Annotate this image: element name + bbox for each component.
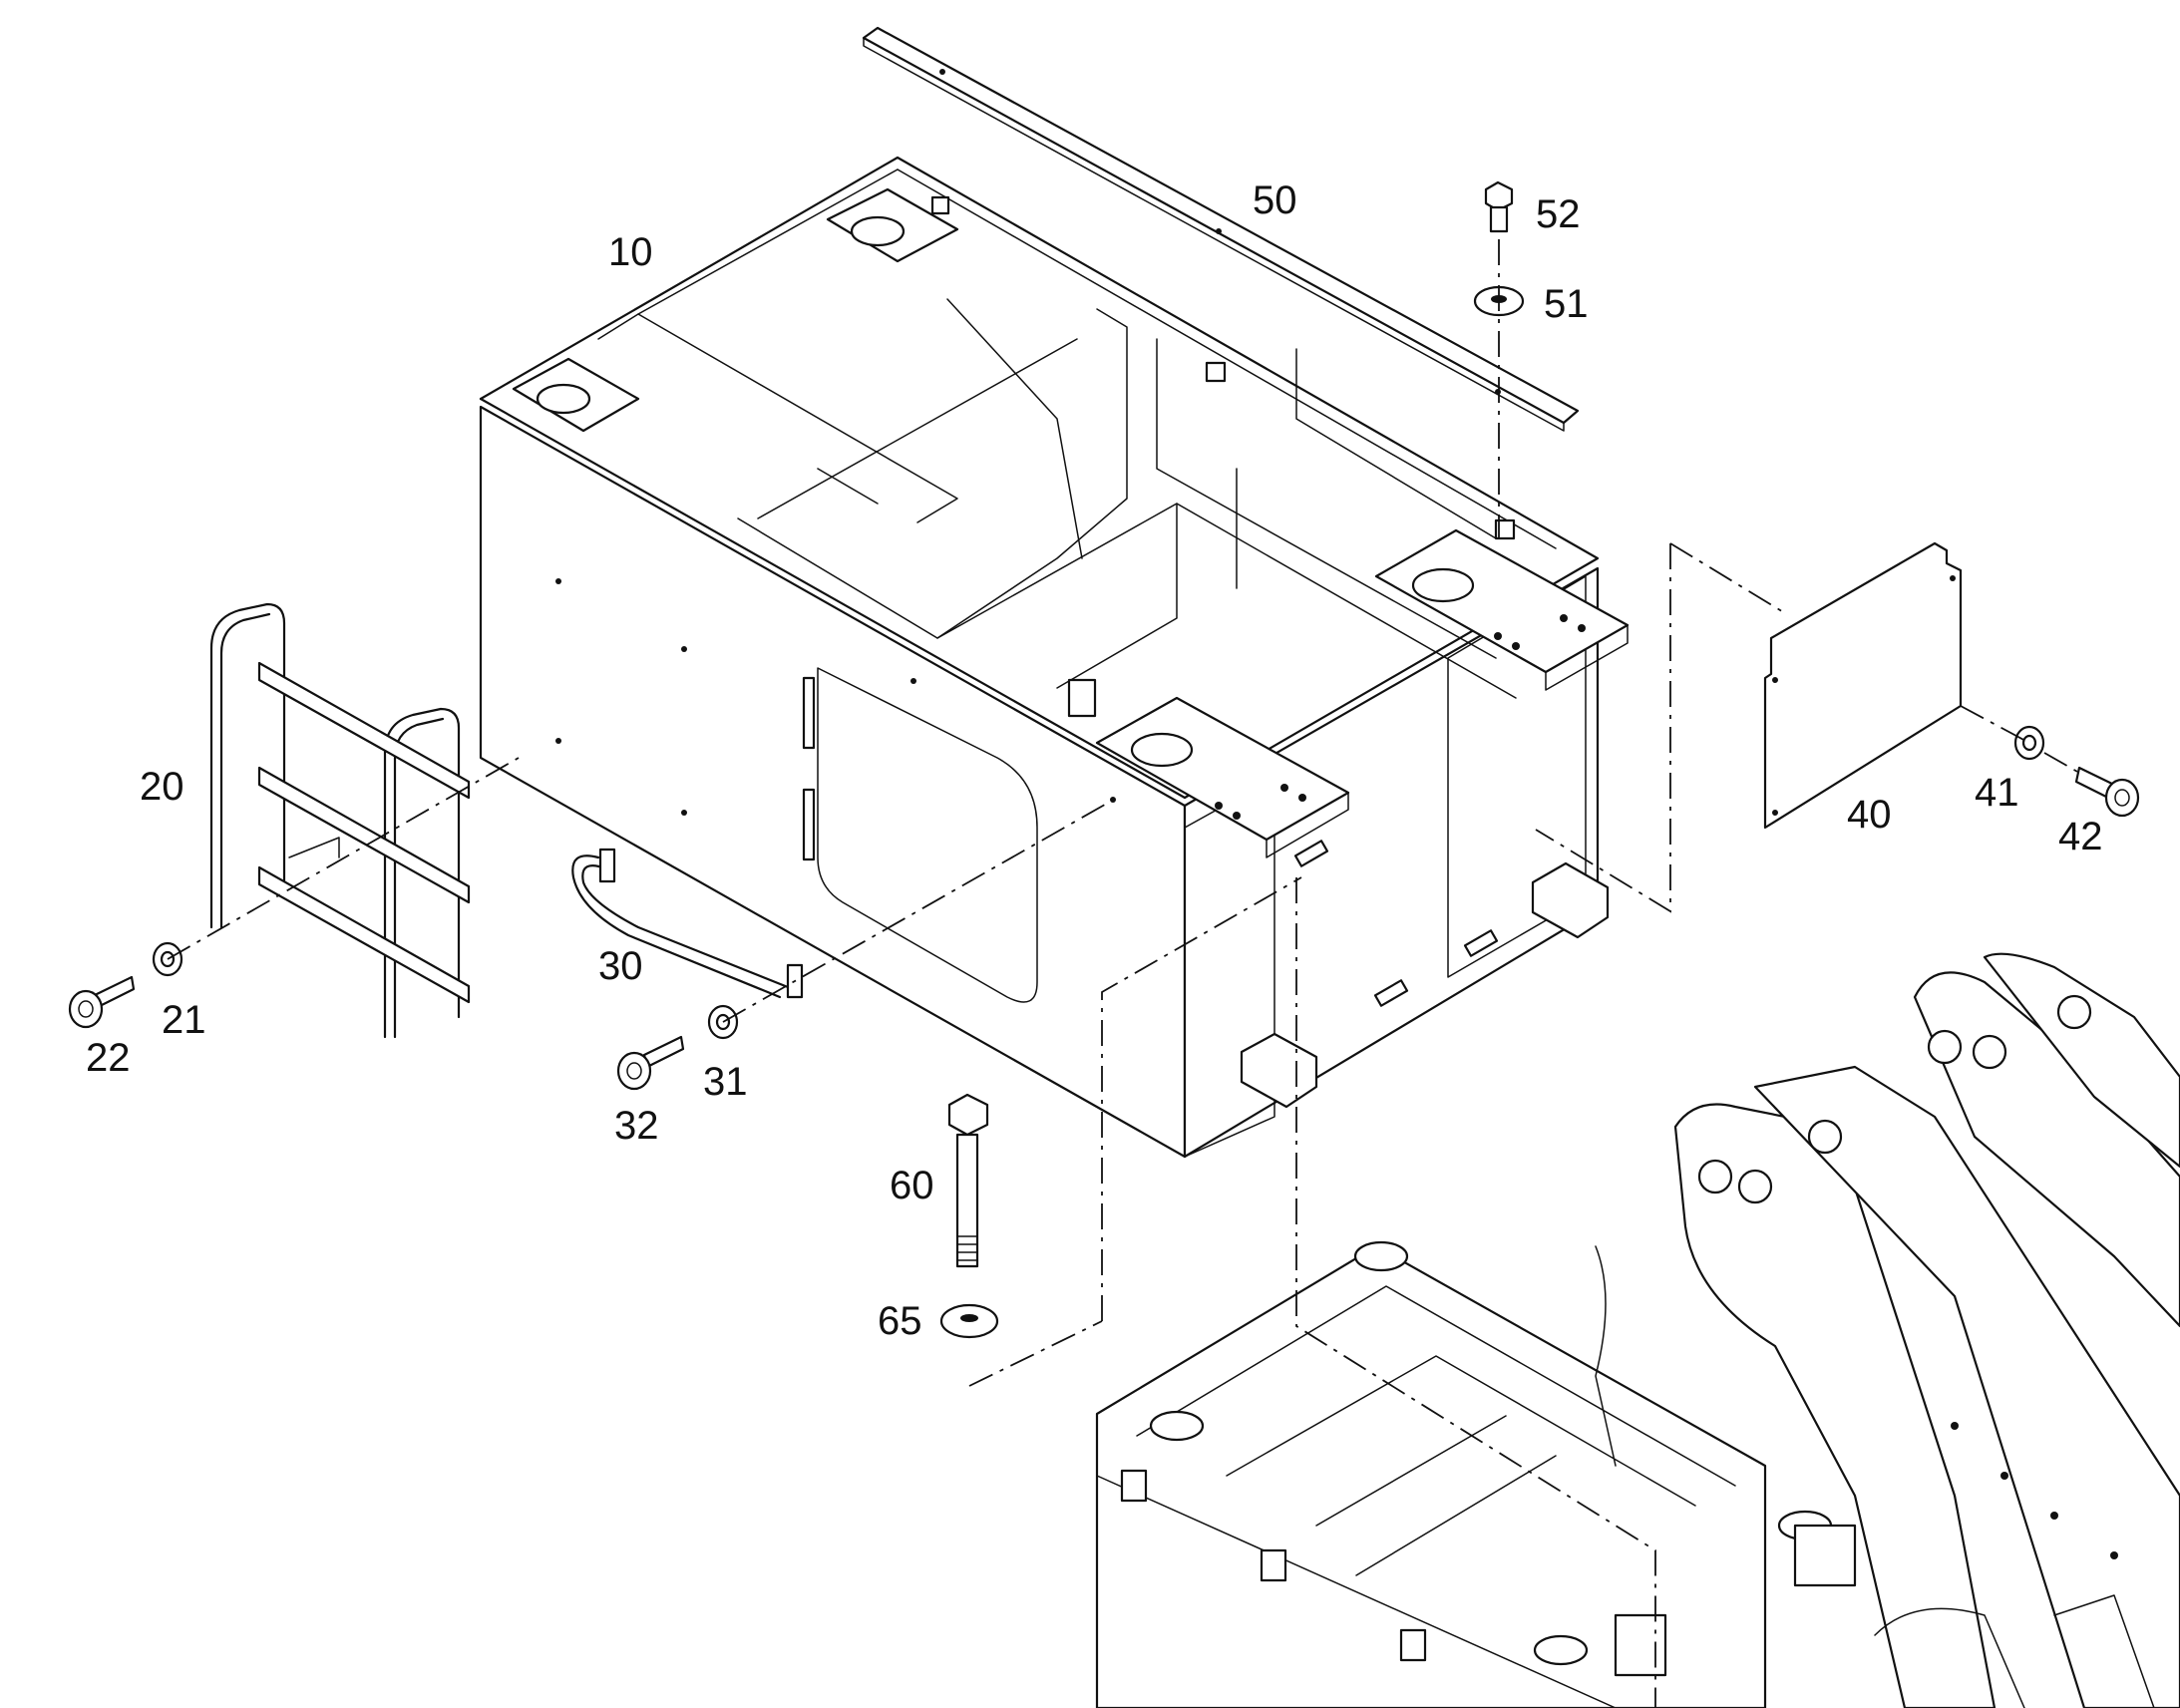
part-42-bolt [2074,766,2140,818]
callout-60: 60 [890,1164,934,1207]
callout-42: 42 [2058,815,2103,858]
part-20-ladder [209,602,471,1039]
part-22-bolt [68,975,136,1029]
part-31-washer [707,1004,739,1040]
part-65-washer [939,1303,999,1339]
assembly-lines [167,239,2080,1708]
callout-20: 20 [140,765,184,809]
callout-40: 40 [1847,793,1892,837]
part-10-main-frame [479,156,1630,1159]
part-32-bolt [616,1035,685,1091]
machine-base-frame [1095,952,2180,1708]
part-41-washer [2013,725,2045,761]
callout-30: 30 [598,944,643,988]
callout-52: 52 [1536,192,1581,236]
callout-labels: 10 20 21 22 30 31 32 40 41 42 50 51 52 6… [86,178,2103,1343]
callout-51: 51 [1544,282,1589,326]
callout-65: 65 [878,1299,922,1343]
part-52-bolt [1484,180,1514,233]
callout-22: 22 [86,1036,131,1080]
part-30-handle-bar [571,848,804,999]
callout-50: 50 [1253,178,1297,222]
callout-31: 31 [703,1060,748,1104]
callout-10: 10 [608,230,653,274]
callout-41: 41 [1975,771,2019,815]
part-60-long-bolt [947,1093,989,1268]
callout-21: 21 [162,998,206,1042]
part-40-cover-plate [1763,541,1963,830]
part-50-cover-strip [862,26,1580,432]
callout-32: 32 [614,1104,659,1148]
